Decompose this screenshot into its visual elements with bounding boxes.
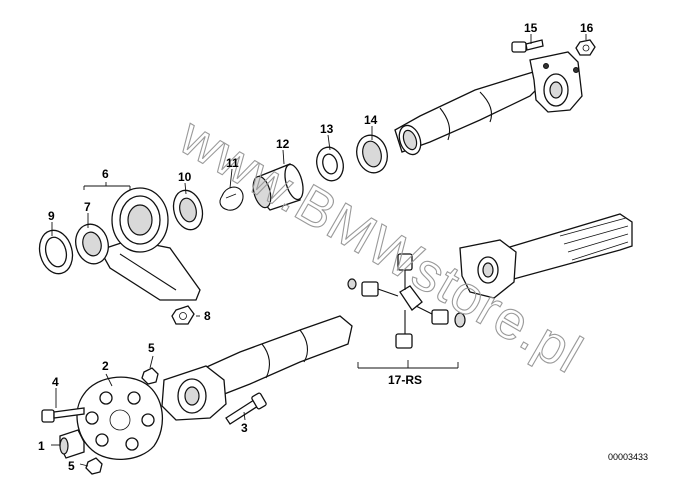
callout-11: 11 <box>226 156 239 170</box>
callout-5-lower: 5 <box>68 459 75 473</box>
callout-10: 10 <box>178 170 192 184</box>
drawing-number: 00003433 <box>608 452 648 462</box>
callout-6: 6 <box>102 167 109 181</box>
center-bearing-support <box>38 187 201 325</box>
flex-disc <box>76 376 164 461</box>
callout-5-upper: 5 <box>148 341 155 355</box>
callout-4: 4 <box>52 375 59 389</box>
nut-16 <box>575 39 596 56</box>
callout-2: 2 <box>102 359 109 373</box>
rear-shaft-section <box>394 51 583 156</box>
callout-16: 16 <box>580 21 594 35</box>
nuts-5 <box>85 367 159 475</box>
leader-lines <box>51 34 587 467</box>
callout-13: 13 <box>320 122 334 136</box>
sleeve-1 <box>59 429 85 459</box>
front-shaft-section <box>161 315 353 425</box>
callout-15: 15 <box>524 21 538 35</box>
bolt-4 <box>41 407 85 423</box>
callout-1: 1 <box>38 439 45 453</box>
callout-8: 8 <box>204 309 211 323</box>
callout-9: 9 <box>48 209 55 223</box>
callout-17-rs: 17-RS <box>388 373 422 387</box>
bolt-15 <box>511 39 544 53</box>
callout-3: 3 <box>241 421 248 435</box>
front-yoke-shaft <box>459 213 633 299</box>
center-bearing-rings <box>172 134 388 231</box>
callout-12: 12 <box>276 137 290 151</box>
universal-joint-kit <box>347 253 466 349</box>
callout-14: 14 <box>364 113 378 127</box>
callout-7: 7 <box>84 200 91 214</box>
